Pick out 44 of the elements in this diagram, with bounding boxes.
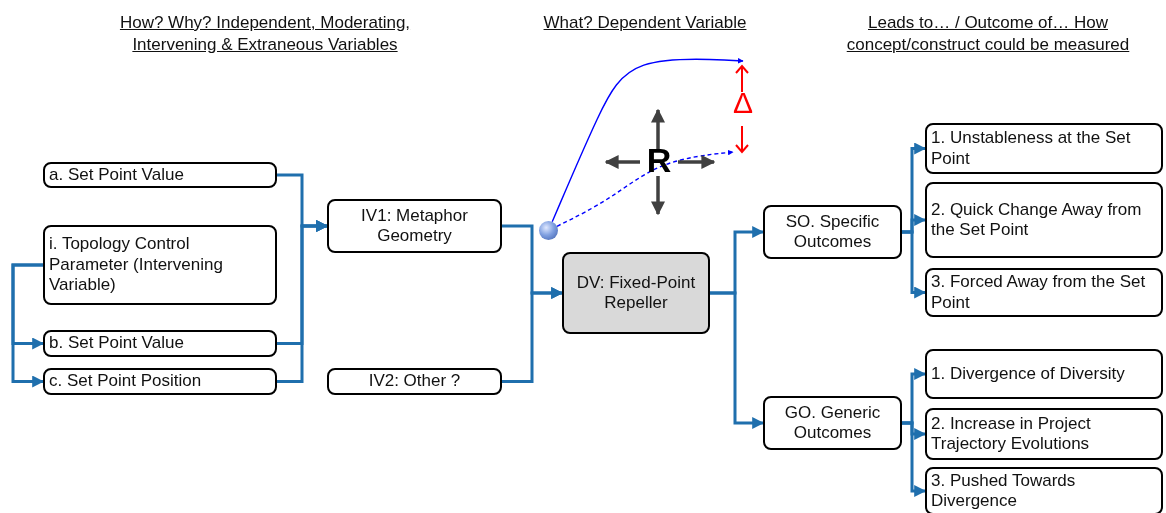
node-text: 2. Quick Change Away from the Set Point [931, 199, 1143, 241]
node-text: a. Set Point Value [49, 164, 185, 186]
variable-box [327, 199, 502, 253]
heading: Leads to… / Outcome of… How concept/construct could be measured [845, 12, 1131, 57]
node-text: 3. Forced Away from the Set Point [931, 272, 1147, 313]
variable-box [763, 205, 902, 259]
variable-box [763, 396, 902, 450]
node-text: 3. Pushed Towards Divergence [931, 470, 1077, 512]
node-text: 1. Unstableness at the Set Point [931, 128, 1132, 169]
connector-arrow [277, 220, 329, 383]
dependent-variable-box [562, 252, 710, 334]
variable-box [925, 123, 1163, 174]
node-text: DV: Fixed-Point Repeller [575, 272, 697, 314]
trajectory-arrow [551, 57, 744, 223]
connector-arrow [902, 230, 927, 299]
node-text: SO. Specific Outcomes [784, 211, 881, 253]
connector-arrow [710, 291, 765, 429]
variable-box [327, 368, 502, 395]
symbol-label: Δ [731, 88, 754, 118]
sphere [539, 221, 558, 240]
node-text: 1. Divergence of Diversity [931, 363, 1126, 385]
connector-arrow [902, 421, 927, 497]
variable-box [925, 408, 1163, 460]
symbol-label: R [645, 143, 673, 177]
node-text: c. Set Point Position [49, 371, 203, 392]
node-text: IV1: Metaphor Geometry [360, 205, 469, 247]
connector-arrow [11, 263, 45, 388]
trajectory-arrow [556, 149, 734, 227]
variable-box [925, 349, 1163, 399]
variable-box [43, 368, 277, 395]
variable-box [43, 225, 277, 305]
variable-box [925, 268, 1163, 317]
variable-box [43, 162, 277, 188]
node-text: b. Set Point Value [49, 333, 185, 354]
node-text: IV2: Other ? [367, 371, 462, 392]
connector-arrow [502, 287, 564, 383]
heading: What? Dependent Variable [542, 12, 748, 34]
variable-box [43, 330, 277, 357]
node-text: 2. Increase in Project Trajectory Evolutions [931, 413, 1092, 455]
variable-box [925, 182, 1163, 258]
heading: How? Why? Independent, Moderating, Intervening & Extraneous Variables [118, 12, 412, 57]
node-text: GO. Generic Outcomes [783, 402, 882, 444]
variable-box [925, 467, 1163, 513]
node-text: i. Topology Control Parameter (Intervening Variable) [49, 234, 224, 296]
